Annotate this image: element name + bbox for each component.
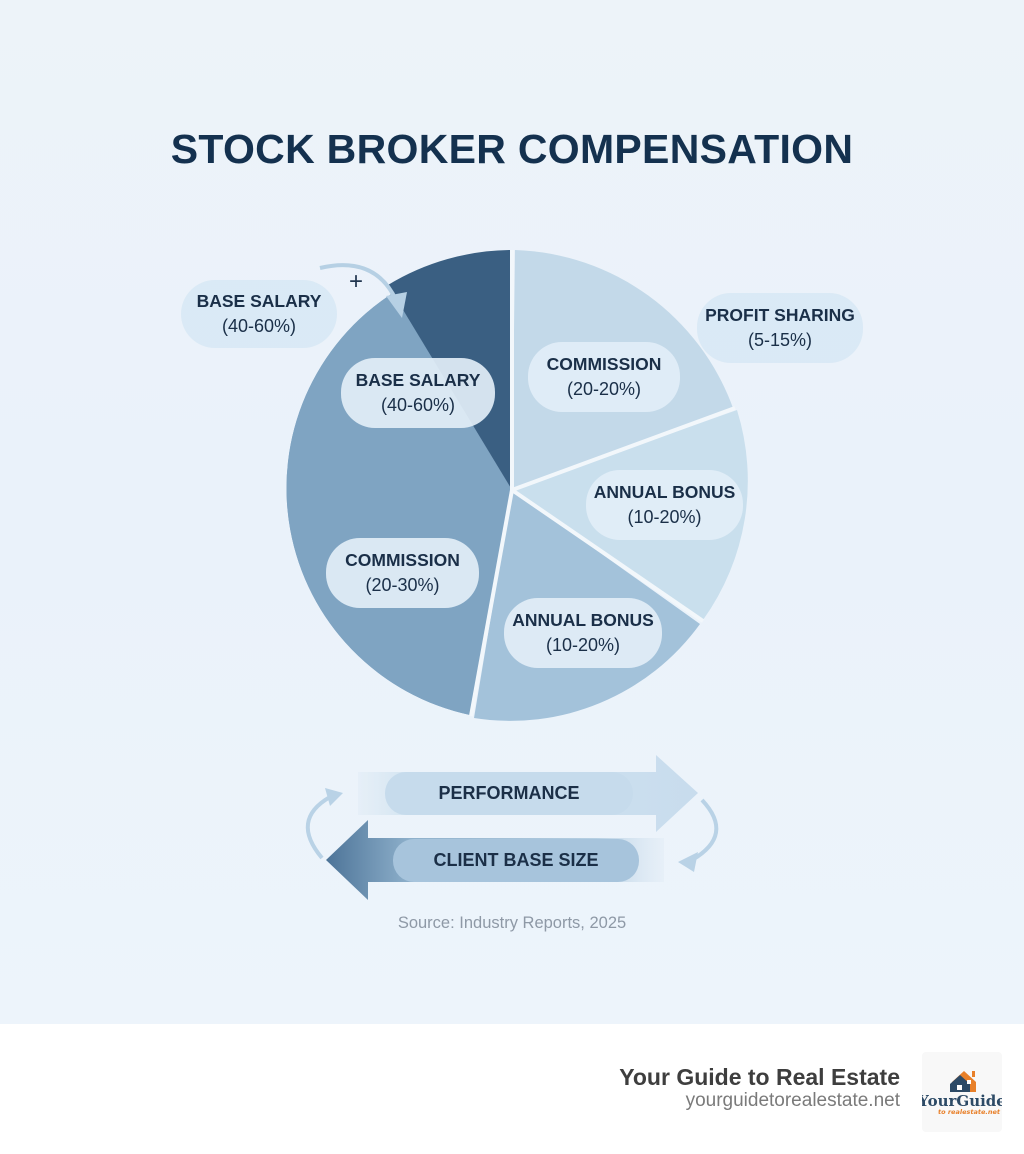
label-name: ANNUAL BONUS <box>512 610 654 630</box>
label-name: COMMISSION <box>345 550 460 570</box>
label-range: (5-15%) <box>747 330 813 350</box>
label-range: (10-20%) <box>545 635 621 655</box>
label-profit-sharing: PROFIT SHARING (5-15%) <box>697 293 863 363</box>
svg-text:to realestate.net: to realestate.net <box>938 1108 1001 1116</box>
label-range: (20-20%) <box>566 379 642 399</box>
brand-name: Your Guide to Real Estate <box>619 1064 900 1090</box>
label-range: (40-60%) <box>221 316 297 336</box>
brand-logo: YourGuide to realestate.net <box>917 1052 1006 1132</box>
factor-performance: PERFORMANCE <box>438 783 580 803</box>
chart-title: STOCK BROKER COMPENSATION <box>170 126 854 172</box>
label-name: BASE SALARY <box>355 370 481 390</box>
source-note: Source: Industry Reports, 2025 <box>397 914 627 932</box>
factor-client-base-size: CLIENT BASE SIZE <box>433 850 599 870</box>
label-annual-bonus-bottom: ANNUAL BONUS (10-20%) <box>504 598 662 668</box>
label-range: (10-20%) <box>627 507 702 527</box>
label-annual-bonus-right: ANNUAL BONUS (10-20%) <box>586 470 743 540</box>
label-name: BASE SALARY <box>196 291 322 311</box>
cycle-arrow-right-icon <box>690 798 719 862</box>
label-base-salary-outside: BASE SALARY (40-60%) <box>181 280 337 348</box>
label-range: (20-30%) <box>365 575 440 595</box>
label-name: COMMISSION <box>546 354 662 374</box>
label-name: ANNUAL BONUS <box>593 482 736 502</box>
plus-icon: + <box>349 268 364 295</box>
label-base-salary-inside: BASE SALARY (40-60%) <box>341 358 495 428</box>
label-commission-left: COMMISSION (20-30%) <box>326 538 479 608</box>
cycle-arrow-left-icon <box>305 795 332 860</box>
curved-arrow-icon <box>319 263 398 301</box>
brand-url[interactable]: yourguidetorealestate.net <box>685 1090 900 1111</box>
footer-bar <box>0 1024 1024 1154</box>
svg-text:YourGuide: YourGuide <box>922 1092 1002 1110</box>
label-commission-top: COMMISSION (20-20%) <box>528 342 680 412</box>
house-logo-icon: YourGuide to realestate.net <box>917 1071 1006 1116</box>
label-range: (40-60%) <box>380 395 456 415</box>
label-name: PROFIT SHARING <box>705 305 855 325</box>
